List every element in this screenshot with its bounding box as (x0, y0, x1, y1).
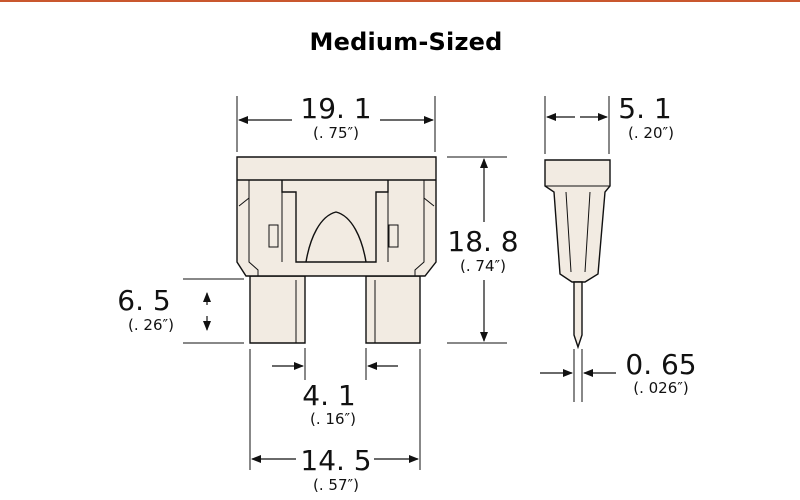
dimension-blade-span: 14. 5 (. 57″) (249, 349, 421, 494)
blade-span-inch-label: (. 57″) (313, 476, 359, 494)
thickness-mm-label: 5. 1 (618, 92, 671, 125)
thickness-inch-label: (. 20″) (628, 124, 674, 142)
blade-span-mm-label: 14. 5 (300, 444, 371, 477)
dimension-blade-length: 6. 5 (. 26″) (117, 278, 244, 344)
side-housing (544, 159, 611, 283)
dimension-width: 19. 1 (. 75″) (236, 92, 436, 152)
dimension-blade-thickness: 0. 65 (. 026″) (540, 348, 697, 402)
dimension-blade-gap: 4. 1 (. 16″) (272, 348, 398, 428)
diagram-title: Medium-Sized (309, 28, 503, 56)
right-blade (365, 275, 421, 344)
fuse-housing (236, 156, 437, 277)
width-mm-label: 19. 1 (300, 92, 371, 125)
fuse-front-view (236, 156, 437, 344)
left-test-slot (268, 224, 279, 248)
right-test-slot (388, 224, 399, 248)
fuse-element (305, 211, 367, 263)
blade-thickness-mm-label: 0. 65 (625, 348, 696, 381)
side-blade (573, 281, 583, 350)
left-blade (249, 275, 306, 344)
blade-gap-inch-label: (. 16″) (310, 410, 356, 428)
blade-gap-mm-label: 4. 1 (302, 379, 355, 412)
dimension-thickness: 5. 1 (. 20″) (544, 92, 674, 154)
dimension-height: 18. 8 (. 74″) (447, 156, 519, 344)
blade-thickness-inch-label: (. 026″) (633, 379, 688, 397)
top-rule (0, 0, 800, 2)
blade-length-inch-label: (. 26″) (128, 316, 174, 334)
blade-length-mm-label: 6. 5 (117, 284, 170, 317)
fuse-side-view (544, 159, 611, 350)
width-inch-label: (. 75″) (313, 124, 359, 142)
height-mm-label: 18. 8 (447, 225, 518, 258)
height-inch-label: (. 74″) (460, 257, 506, 275)
